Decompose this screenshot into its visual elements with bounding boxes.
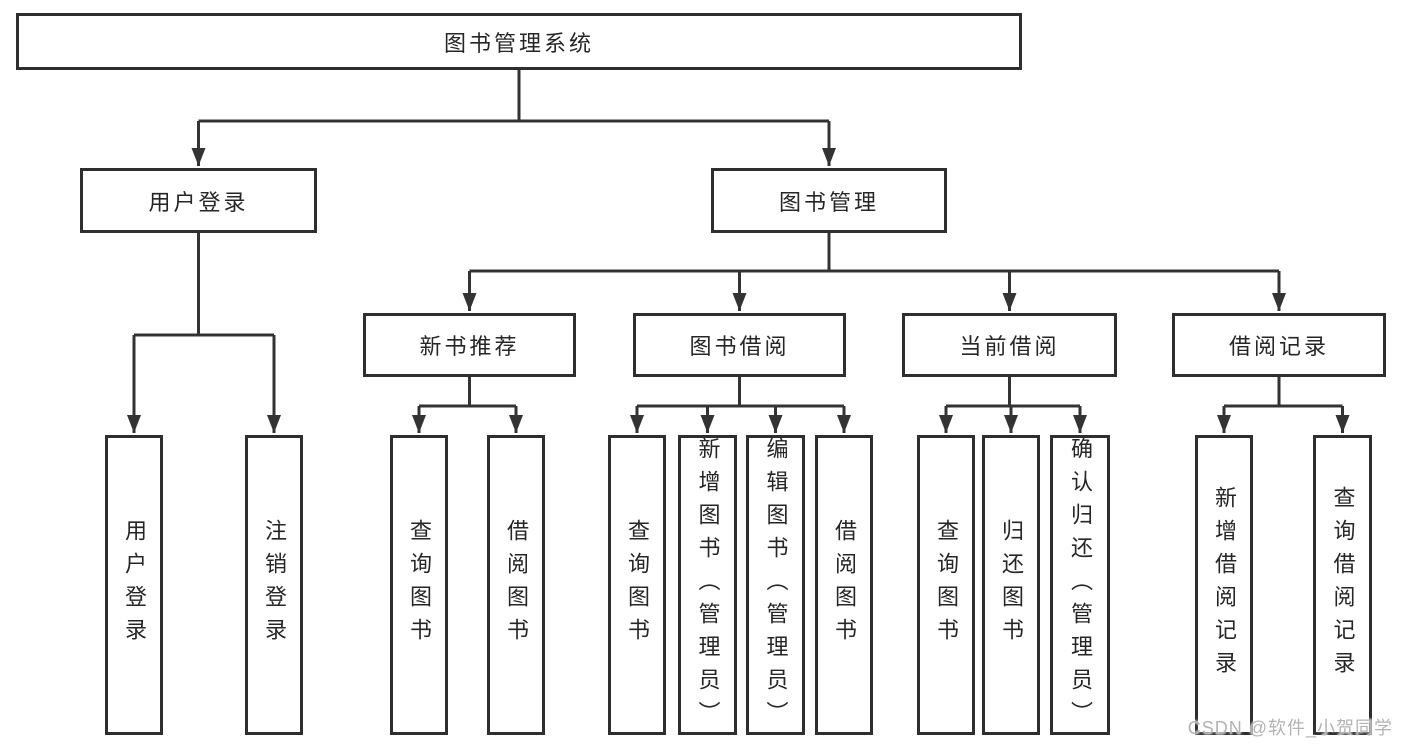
- leaf-current-return-books: 归还图书: [982, 435, 1040, 735]
- leaf-recommend-query-books: 查询图书: [390, 435, 448, 735]
- leaf-borrow-edit-books-admin: 编辑图书（管理员）: [746, 435, 805, 735]
- leaf-records-add-borrow-record: 新增借阅记录: [1195, 435, 1253, 735]
- leaf-recommend-borrow-books: 借阅图书: [487, 435, 545, 735]
- node-new-book-recommendation: 新书推荐: [363, 313, 576, 377]
- node-user-login: 用户登录: [80, 168, 317, 233]
- node-label: 查询图书: [934, 519, 959, 651]
- node-label: 查询借阅记录: [1330, 486, 1356, 684]
- node-label: 注销登录: [262, 519, 287, 651]
- node-label: 当前借阅: [959, 334, 1060, 359]
- node-label: 借阅图书: [504, 519, 529, 651]
- node-current-borrowing: 当前借阅: [902, 313, 1117, 377]
- node-label: 借阅记录: [1228, 334, 1329, 359]
- leaf-records-query-borrow-record: 查询借阅记录: [1313, 435, 1372, 735]
- node-label: 用户登录: [122, 519, 147, 651]
- leaf-borrow-borrow-books: 借阅图书: [815, 435, 873, 735]
- watermark: CSDN @软件_小贺同学: [1187, 718, 1393, 738]
- node-root: 图书管理系统: [16, 13, 1022, 70]
- node-label: 新增借阅记录: [1212, 486, 1237, 684]
- leaf-borrow-add-books-admin: 新增图书（管理员）: [678, 435, 737, 735]
- node-label: 新增图书（管理员）: [695, 436, 721, 734]
- node-book-borrowing: 图书借阅: [633, 313, 846, 377]
- node-label: 查询图书: [407, 519, 432, 651]
- node-label: 归还图书: [999, 519, 1024, 651]
- leaf-current-query-books: 查询图书: [917, 435, 975, 735]
- node-label: 图书管理: [778, 189, 879, 215]
- node-label: 编辑图书（管理员）: [763, 436, 789, 734]
- node-label: 借阅图书: [832, 519, 857, 651]
- node-label: 用户登录: [148, 189, 249, 215]
- node-label: 新书推荐: [419, 334, 520, 359]
- leaf-logout: 注销登录: [245, 435, 303, 735]
- node-label: 查询图书: [625, 519, 650, 651]
- leaf-borrow-query-books: 查询图书: [608, 435, 666, 735]
- node-label: 图书管理系统: [443, 30, 594, 56]
- node-borrowing-records: 借阅记录: [1172, 313, 1386, 377]
- leaf-current-confirm-return-admin: 确认归还（管理员）: [1050, 435, 1110, 735]
- node-label: 确认归还（管理员）: [1068, 436, 1093, 734]
- leaf-user-login: 用户登录: [105, 435, 163, 735]
- node-label: 图书借阅: [689, 334, 790, 359]
- node-book-management: 图书管理: [711, 168, 947, 233]
